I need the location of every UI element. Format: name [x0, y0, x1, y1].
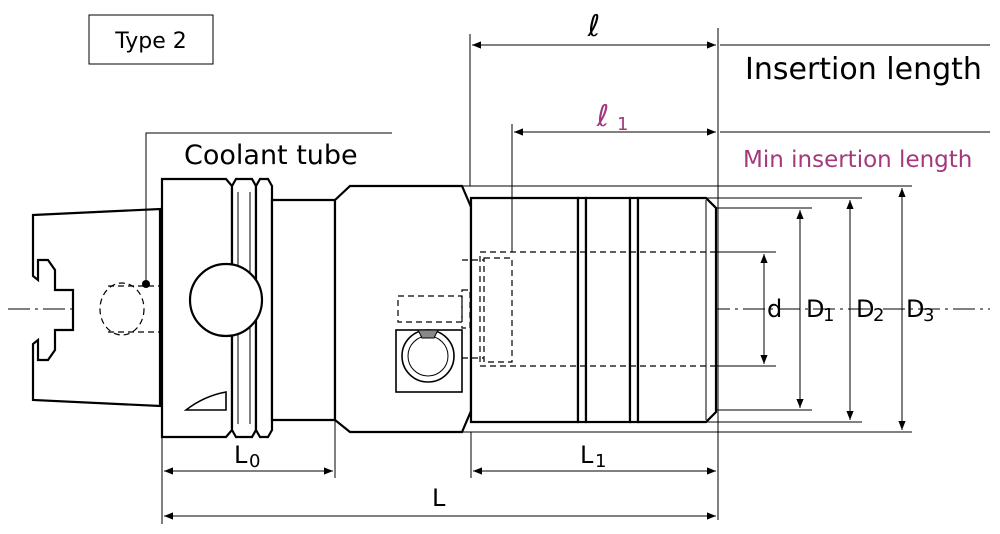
dim-label-D2-sub: 2	[873, 305, 884, 326]
dim-label-D1-sub: 1	[823, 305, 834, 326]
nut-ring-3	[628, 196, 640, 424]
dim-label-D3: D	[906, 295, 924, 323]
dim-label-L0: L	[234, 441, 248, 469]
clamp-screw	[188, 262, 264, 338]
nut-ring-1	[576, 196, 588, 424]
tool-holder	[31, 177, 718, 439]
nut-nose	[636, 196, 718, 424]
dim-label-l: ℓ	[587, 9, 600, 44]
insertion-length-label: Insertion length	[745, 52, 982, 87]
coolant-tube-label: Coolant tube	[184, 140, 358, 171]
dim-label-l1: ℓ	[596, 99, 609, 134]
dim-label-D3-sub: 3	[923, 305, 934, 326]
type-label-box: Type 2	[88, 14, 214, 65]
type-label: Type 2	[114, 29, 187, 54]
flange-groove-2	[254, 177, 274, 439]
clamp-nut	[469, 196, 580, 424]
nut-ring-2	[584, 196, 632, 424]
coolant-tube-outline	[99, 282, 145, 336]
dim-label-L0-sub: 0	[249, 451, 260, 472]
dim-label-L1: L	[580, 441, 594, 469]
dim-label-l1-sub: 1	[617, 114, 628, 135]
stop-screw	[397, 295, 463, 323]
dim-label-d: d	[767, 295, 782, 323]
min-insertion-length-label: Min insertion length	[743, 147, 972, 173]
dim-label-D2: D	[856, 295, 874, 323]
dim-label-D1: D	[806, 295, 824, 323]
inner-bore	[479, 251, 717, 367]
dim-label-L1-sub: 1	[595, 451, 606, 472]
dim-label-L: L	[432, 484, 446, 512]
neck	[270, 198, 337, 422]
taper-shank	[31, 207, 162, 408]
main-body	[333, 184, 473, 434]
adjust-screw	[395, 329, 463, 393]
